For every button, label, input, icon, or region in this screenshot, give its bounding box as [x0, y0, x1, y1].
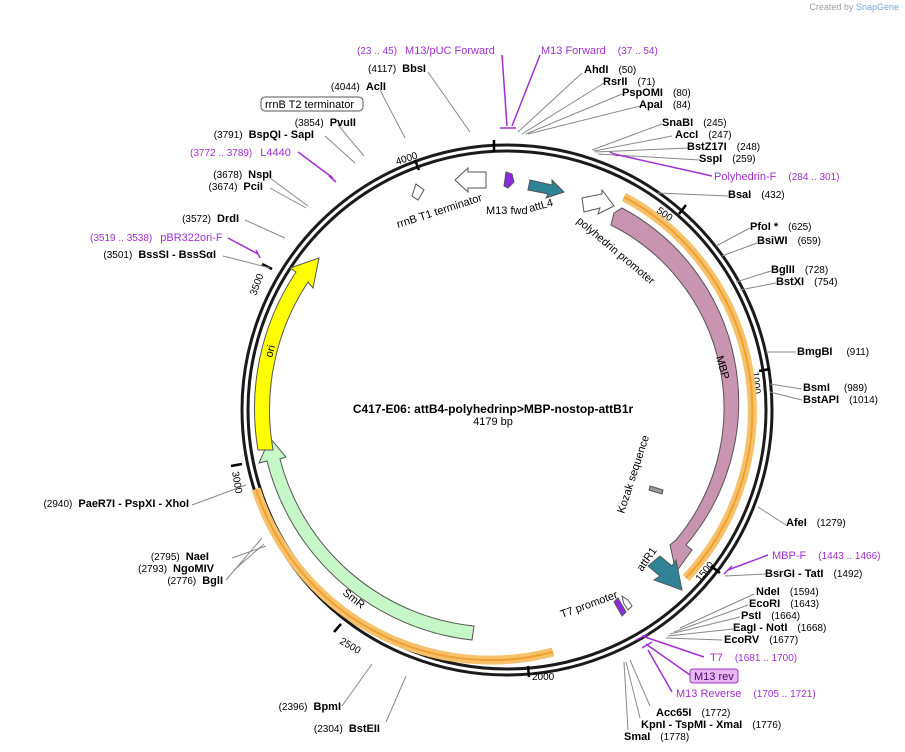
- rrnb-t2-feature-label: rrnB T2 terminator: [265, 99, 354, 111]
- m13-rev-label-box: [689, 668, 739, 684]
- tick-2000: [526, 665, 531, 678]
- rrnb-t1-feature-label: rrnB T1 terminator: [395, 192, 484, 231]
- polyhedrin-promoter-arrow[interactable]: [581, 188, 615, 215]
- enzyme-label-sspi[interactable]: SspI(259): [699, 153, 756, 165]
- enzyme-label-smai[interactable]: SmaI(1778): [624, 731, 689, 743]
- snapgene-credit: Created by SnapGene: [809, 2, 899, 12]
- rrnb-t2-feature-arrow[interactable]: [411, 183, 425, 201]
- primer-label-m13-forward[interactable]: M13 Forward(37 .. 54): [541, 45, 658, 57]
- t7-promoter-label: T7 promoter: [559, 589, 620, 621]
- primer-label-polyhedrin-f[interactable]: Polyhedrin-F(284 .. 301): [714, 171, 840, 183]
- credit-brand: SnapGene: [855, 2, 899, 12]
- primer-label-t7[interactable]: T7(1681 .. 1700): [710, 652, 797, 664]
- enzyme-label-drdi[interactable]: (3572)DrdI: [182, 213, 239, 225]
- primer-label-pbr322ori-f[interactable]: (3519 .. 3538)pBR322ori-F: [90, 232, 223, 244]
- enzyme-label-naei[interactable]: (2795)NaeI: [151, 551, 209, 563]
- enzyme-label-nspi[interactable]: (3678)NspI: [213, 169, 272, 181]
- enzyme-label-acc65i[interactable]: Acc65I(1772): [656, 707, 730, 719]
- primer-labels: (23 .. 45)M13/pUC Forward M13 Forward(37…: [90, 45, 881, 700]
- position-ticks: [230, 140, 771, 678]
- enzyme-label-ecori[interactable]: EcoRI(1643): [749, 598, 819, 610]
- attl4-feature-label: attL4: [528, 197, 555, 215]
- kozak-feature-label: Kozak sequence: [615, 434, 652, 515]
- tick-2500: [333, 623, 342, 633]
- enzyme-label-pcii[interactable]: (3674)PciI: [209, 181, 263, 193]
- enzyme-label-apai[interactable]: ApaI(84): [639, 99, 691, 111]
- m13-fwd-feature-label: M13 fwd: [486, 205, 528, 217]
- enzyme-label-snabi[interactable]: SnaBI(245): [662, 117, 727, 129]
- tick-3500: [261, 262, 273, 271]
- smr-orf-line: [255, 488, 554, 662]
- enzyme-label-ecorv[interactable]: EcoRV(1677): [724, 634, 798, 646]
- plasmid-length: 4179 bp: [473, 416, 513, 428]
- primer-label-m13-rev[interactable]: M13 rev: [694, 671, 734, 683]
- enzyme-connector-lines: [191, 71, 803, 731]
- enzyme-label-bsai[interactable]: BsaI(432): [728, 189, 785, 201]
- attl4-feature-arrow[interactable]: [527, 178, 565, 199]
- primer-label-m13-puc-forward[interactable]: (23 .. 45)M13/pUC Forward: [357, 45, 495, 57]
- mbp-feature-arrow[interactable]: [610, 207, 740, 574]
- enzyme-label-bsssi[interactable]: (3501)BssSI - BssSαI: [103, 249, 216, 261]
- tick-4000: [413, 159, 421, 171]
- backbone-inner-ring: [246, 149, 768, 671]
- backbone-outer-ring: [240, 143, 774, 677]
- enzyme-label-acli[interactable]: (4044)AclI: [331, 81, 386, 93]
- tick-label-3500: 3500: [248, 272, 266, 297]
- tick-500: [678, 204, 687, 215]
- t7-m13-mark[interactable]: [613, 597, 627, 617]
- enzyme-label-noti[interactable]: EagI - NotI(1668): [733, 622, 826, 634]
- ori-feature-arrow[interactable]: [254, 257, 320, 451]
- enzyme-label-pvuii[interactable]: (3854)PvuII: [295, 117, 356, 129]
- tick-label-2000: 2000: [532, 672, 555, 683]
- enzyme-labels-left: (4117)BbsI (4044)AclI (3854)PvuII (3791)…: [43, 63, 426, 735]
- attr1-feature-arrow[interactable]: [647, 555, 683, 591]
- enzyme-label-bstz17i[interactable]: BstZ17I(248): [687, 141, 760, 153]
- tick-1000: [758, 367, 771, 373]
- enzyme-labels-right: AhdI(50) RsrII(71) PspOMI(80) ApaI(84) S…: [584, 64, 878, 743]
- enzyme-label-bsiwi[interactable]: BsiWI(659): [757, 235, 821, 247]
- enzyme-label-rsrii[interactable]: RsrII(71): [603, 76, 655, 88]
- mbp-orf-line: [623, 196, 754, 579]
- t7-promoter-arrow[interactable]: [621, 594, 633, 611]
- credit-prefix: Created by: [809, 2, 854, 12]
- tick-label-2500: 2500: [338, 636, 363, 657]
- enzyme-label-afei[interactable]: AfeI(1279): [786, 517, 846, 529]
- rrnb-t1-feature-arrow[interactable]: [454, 166, 487, 194]
- enzyme-label-bpmi[interactable]: (2396)BpmI: [279, 701, 341, 713]
- enzyme-label-bgli[interactable]: (2776)BglI: [167, 575, 223, 587]
- primer-label-l4440[interactable]: (3772 .. 3789)L4440: [190, 147, 291, 159]
- enzyme-label-bsmi[interactable]: BsmI(989): [803, 382, 867, 394]
- enzyme-label-bspqi[interactable]: (3791)BspQI - SapI: [214, 129, 314, 141]
- primer-label-m13-reverse[interactable]: M13 Reverse(1705 .. 1721): [676, 688, 816, 700]
- rrnb-t2-label-box: [260, 96, 364, 112]
- enzyme-label-ndei[interactable]: NdeI(1594): [756, 586, 819, 598]
- enzyme-label-ahdi[interactable]: AhdI(50): [584, 64, 636, 76]
- enzyme-label-ngomiv[interactable]: (2793)NgoMIV: [138, 563, 215, 575]
- enzyme-label-bbsi[interactable]: (4117)BbsI: [368, 63, 426, 75]
- enzyme-label-pspomi[interactable]: PspOMI(80): [622, 87, 691, 99]
- plasmid-name: C417-E06: attB4-polyhedrinp>MBP-nostop-a…: [353, 402, 634, 416]
- enzyme-label-bmgbi[interactable]: BmgBI(911): [797, 346, 869, 358]
- smr-feature-arrow[interactable]: [258, 437, 475, 641]
- enzyme-label-psti[interactable]: PstI(1664): [741, 610, 800, 622]
- enzyme-label-xhoi[interactable]: (2940)PaeR7I - PspXI - XhoI: [43, 498, 189, 510]
- tick-3000: [230, 462, 243, 468]
- enzyme-label-bsteii[interactable]: (2304)BstEII: [314, 723, 380, 735]
- m13-fwd-feature-arrow[interactable]: [503, 171, 515, 189]
- kozak-feature-mark[interactable]: [648, 485, 664, 495]
- tick-1500: [710, 565, 721, 574]
- enzyme-label-bstapi[interactable]: BstAPI(1014): [803, 394, 878, 406]
- tick-label-3000: 3000: [229, 471, 244, 495]
- enzyme-label-kpni[interactable]: KpnI - TspMI - XmaI(1776): [641, 719, 781, 731]
- enzyme-label-acci[interactable]: AccI(247): [675, 129, 732, 141]
- primer-label-mbp-f[interactable]: MBP-F(1443 .. 1466): [772, 550, 881, 562]
- enzyme-label-bglii[interactable]: BglII(728): [771, 264, 828, 276]
- enzyme-label-bstxi[interactable]: BstXI(754): [776, 276, 837, 288]
- enzyme-label-pfoi[interactable]: PfoI *(625): [750, 221, 811, 233]
- enzyme-label-bsrgi[interactable]: BsrGI - TatI(1492): [765, 568, 862, 580]
- ori-feature-label: ori: [263, 344, 278, 359]
- primer-markers: [227, 54, 769, 693]
